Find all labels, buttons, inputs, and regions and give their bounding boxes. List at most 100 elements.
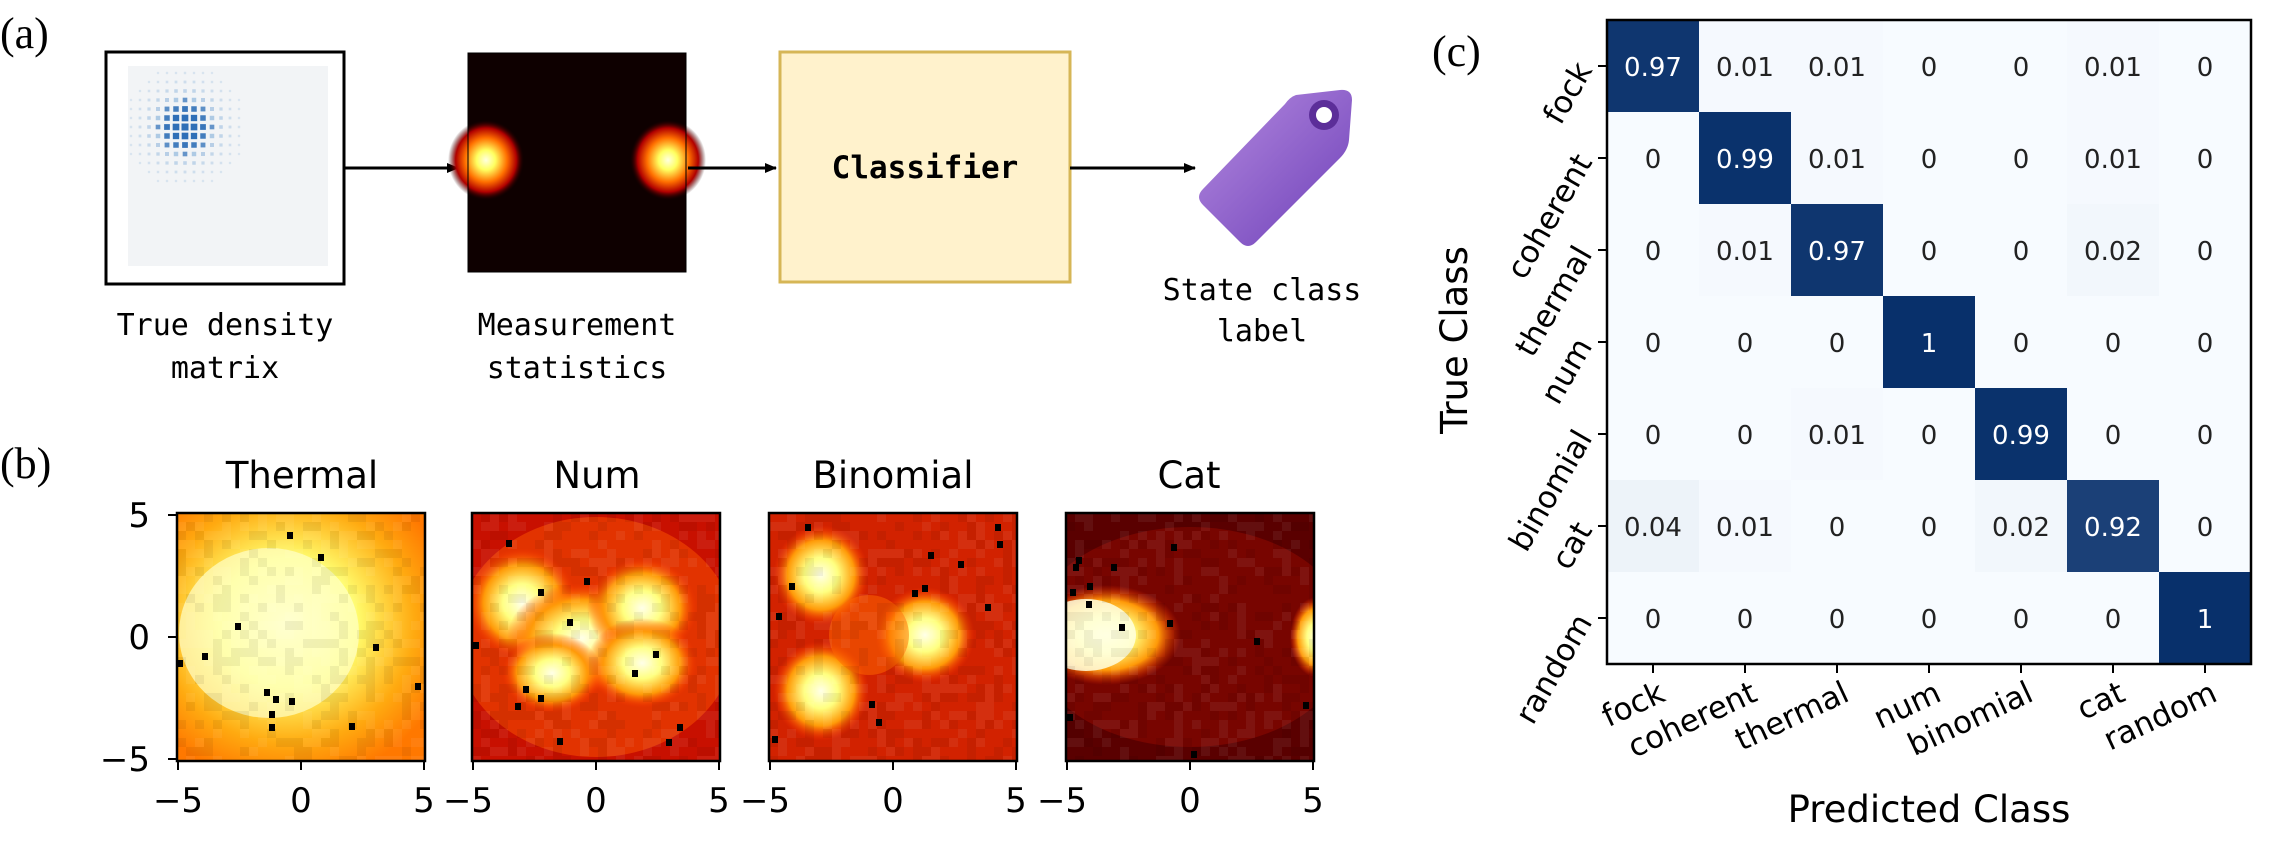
x-axis-label: Predicted Class	[1788, 788, 2071, 831]
heatmap-cell	[2067, 388, 2159, 480]
cell-value-label: 0	[1829, 329, 1846, 359]
subplot-cat: Cat	[1064, 454, 1316, 763]
subplot-thermal: Thermal	[175, 454, 427, 763]
price-tag-icon	[1199, 89, 1352, 247]
classifier-box	[778, 50, 1072, 284]
svg-text:0: 0	[290, 781, 312, 821]
heatmap-cell	[1699, 112, 1791, 204]
subplot-binomial: Binomial	[767, 454, 1019, 763]
y-tick-bottom: −5	[100, 740, 150, 780]
cell-value-label: 1	[1921, 329, 1938, 359]
cell-value-label: 0.01	[1716, 53, 1774, 83]
heatmap-cell	[1883, 112, 1975, 204]
panel-a-label: (a)	[0, 9, 49, 58]
svg-text:0: 0	[882, 781, 904, 821]
cell-value-label: 0	[1645, 605, 1662, 635]
output-caption-line2: label	[1217, 314, 1307, 349]
heatmap-cell	[1975, 572, 2067, 664]
heatmap-cell	[1699, 204, 1791, 296]
heatmap-cell	[2067, 112, 2159, 204]
y-axis-label: True Class	[1433, 246, 1476, 435]
cell-value-label: 0	[1645, 329, 1662, 359]
cell-value-label: 0	[2013, 53, 2030, 83]
density-matrix-dots	[129, 71, 241, 183]
heatmap-cell	[2067, 204, 2159, 296]
heatmap-cell	[1975, 112, 2067, 204]
cell-value-label: 0	[2197, 329, 2214, 359]
cell-value-label: 0.01	[1716, 513, 1774, 543]
svg-text:5: 5	[1005, 781, 1027, 821]
heatmap-cell	[1791, 296, 1883, 388]
x-ticks-cat: −5 0 5	[1037, 761, 1324, 821]
cell-value-label: 0.01	[2084, 145, 2142, 175]
x-ticks-binomial: −5 0 5	[740, 761, 1027, 821]
y-tick-top: 5	[128, 496, 150, 536]
heatmap-cell	[1975, 204, 2067, 296]
heatmap-cell	[1607, 388, 1699, 480]
heatmap-cell	[1607, 204, 1699, 296]
cell-value-label: 0.92	[2084, 513, 2142, 543]
cell-value-label: 0	[2197, 513, 2214, 543]
panel-b: (b) Thermal Num	[0, 439, 1324, 821]
heatmap-cell	[2067, 20, 2159, 112]
cell-value-label: 0	[1921, 513, 1938, 543]
heatmap-cell	[1883, 572, 1975, 664]
x-ticks-thermal: −5 0 5	[153, 761, 435, 821]
cell-value-label: 0	[2013, 145, 2030, 175]
cell-value-label: 0	[1645, 237, 1662, 267]
svg-text:−5: −5	[443, 781, 493, 821]
heatmap-cell	[1607, 112, 1699, 204]
measurement-caption-line1: Measurement	[478, 308, 677, 343]
cell-value-label: 0	[1921, 145, 1938, 175]
cell-value-label: 0.04	[1624, 513, 1682, 543]
y-tick-label: random	[1509, 608, 1600, 730]
cell-value-label: 0	[1645, 145, 1662, 175]
heatmap-cell	[1883, 388, 1975, 480]
cell-value-label: 0	[1737, 421, 1754, 451]
cell-value-label: 0.02	[1992, 513, 2050, 543]
cell-value-label: 0.01	[2084, 53, 2142, 83]
subplot-title-binomial: Binomial	[812, 454, 973, 497]
cell-value-label: 0.01	[1716, 237, 1774, 267]
measurement-caption-line2: statistics	[487, 351, 668, 386]
y-axis-ticks: 5 0 −5	[100, 496, 177, 780]
cell-value-label: 0.99	[1716, 145, 1774, 175]
cell-value-label: 0	[2197, 237, 2214, 267]
classifier-label: Classifier	[832, 150, 1019, 186]
svg-text:−5: −5	[740, 781, 790, 821]
y-tick-label: fock	[1536, 56, 1600, 130]
heatmap-cell	[1883, 204, 1975, 296]
cell-value-label: 0	[1737, 329, 1754, 359]
density-matrix-caption-line2: matrix	[171, 351, 279, 386]
cell-value-label: 0.97	[1624, 53, 1682, 83]
cell-value-label: 0	[2013, 605, 2030, 635]
heatmap-cell	[1975, 480, 2067, 572]
heatmap-cell	[1607, 480, 1699, 572]
svg-text:5: 5	[413, 781, 435, 821]
cell-value-label: 0	[2105, 421, 2122, 451]
heatmap-cell	[2159, 572, 2251, 664]
heatmap-cell	[1975, 296, 2067, 388]
heatmap-cell	[2067, 296, 2159, 388]
output-caption-line1: State class	[1163, 273, 1362, 308]
svg-text:5: 5	[1302, 781, 1324, 821]
svg-text:5: 5	[708, 781, 730, 821]
cell-value-label: 0	[1737, 605, 1754, 635]
panel-a: (a) True density matrix Measurement stat…	[0, 9, 1361, 386]
heatmap-cell	[1975, 388, 2067, 480]
heatmap-cell	[1699, 572, 1791, 664]
heatmap-cell	[2067, 572, 2159, 664]
heatmap-cell	[1883, 296, 1975, 388]
svg-text:−5: −5	[1037, 781, 1087, 821]
subplot-title-cat: Cat	[1157, 454, 1220, 497]
svg-text:0: 0	[1179, 781, 1201, 821]
heatmap-cell	[2159, 20, 2251, 112]
heatmap-cell	[1883, 480, 1975, 572]
cell-value-label: 0	[1829, 605, 1846, 635]
heatmap-cell	[2159, 204, 2251, 296]
cell-value-label: 0	[2197, 145, 2214, 175]
density-matrix-box	[104, 50, 346, 286]
